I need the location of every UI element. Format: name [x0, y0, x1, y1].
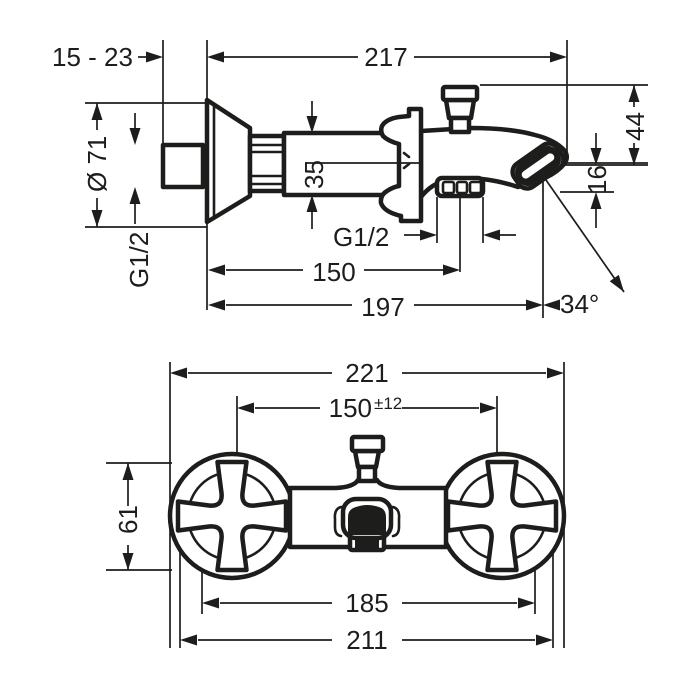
dim-shower-thread: G1/2	[333, 222, 389, 252]
dim-spout-angle: 34°	[560, 289, 599, 319]
spout-aerator-tip	[510, 141, 566, 191]
front-dimensions	[122, 367, 564, 646]
shower-outlet-side	[434, 175, 486, 199]
dim-body-span: 211	[346, 625, 387, 655]
diverter-knob-side	[440, 84, 480, 135]
dim-cartridge-height: 35	[299, 160, 329, 189]
dim-handle-height: 61	[113, 505, 143, 534]
right-cross-handle	[445, 459, 559, 573]
dim-escutcheon-diameter: Ø 71	[82, 136, 112, 192]
dim-overall-width: 221	[345, 358, 388, 388]
dim-wall-distance: 15 - 23	[52, 42, 133, 72]
dim-pitch: 150	[329, 393, 372, 423]
spout-front	[333, 496, 401, 553]
handle-indicator-marks	[402, 151, 411, 170]
dim-spout-reach: 197	[361, 292, 404, 322]
union-nut-facets	[249, 143, 285, 186]
side-extension-lines	[85, 40, 648, 318]
dim-height-above-axis: 44	[620, 112, 650, 141]
dim-depth-total: 217	[364, 42, 407, 72]
diverter-knob-front	[349, 434, 386, 484]
front-product	[167, 434, 567, 581]
left-cross-handle	[175, 459, 289, 573]
side-product	[160, 84, 648, 225]
wall-union-nipple	[160, 142, 206, 190]
front-view: 221 150 ±12 61 185 211	[106, 358, 567, 655]
dim-pitch-tolerance: ±12	[374, 394, 402, 413]
dim-union-span: 185	[345, 588, 388, 618]
dim-shower-outlet-distance: 150	[312, 257, 355, 287]
side-view: 15 - 23 217 Ø 71 G1/2 35 44 16 G1/2 150 …	[52, 40, 650, 322]
cross-handle-side	[378, 106, 424, 224]
side-dimensions	[91, 51, 640, 311]
dim-spout-drop: 16	[582, 165, 612, 194]
dim-inlet-thread: G1/2	[124, 232, 154, 288]
side-labels: 15 - 23 217 Ø 71 G1/2 35 44 16 G1/2 150 …	[52, 42, 650, 322]
front-labels: 221 150 ±12 61 185 211	[113, 358, 402, 655]
escutcheon-cone	[204, 97, 253, 225]
valve-body-barrel	[281, 130, 403, 198]
